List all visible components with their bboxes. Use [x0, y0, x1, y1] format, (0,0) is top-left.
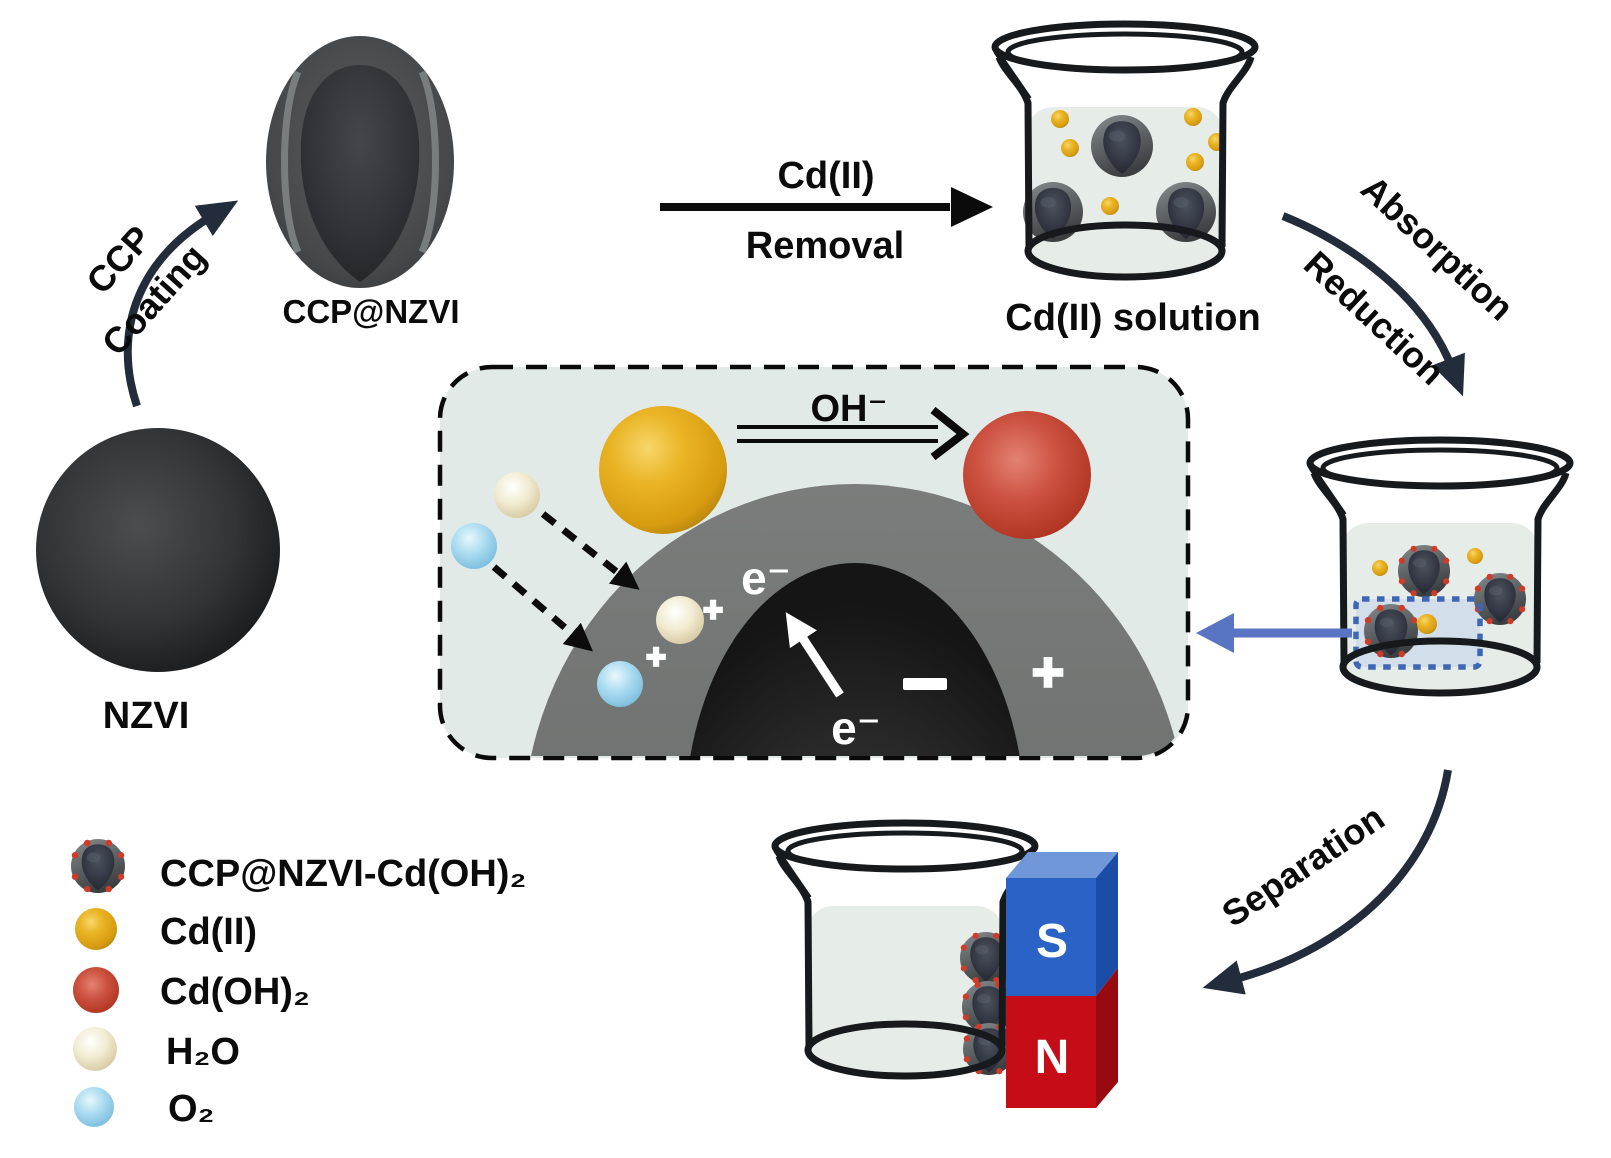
shell-rim-right: [418, 70, 439, 254]
legend-label: H₂O: [166, 1031, 240, 1073]
ccp-nzvi-in-beaker: [1091, 115, 1153, 177]
magnet-top-face: [1006, 852, 1118, 878]
absorption-reduction-arrow-group: Absorption Reduction: [1281, 167, 1522, 397]
reacted-beaker: [1196, 440, 1570, 693]
ccp-coating-arrow: [123, 200, 239, 408]
minus-core-sign: [903, 678, 947, 690]
o2-sphere-free: [451, 523, 497, 569]
zoom-selection-border: [1353, 596, 1483, 670]
o2-dashed-arrow: [491, 564, 594, 652]
removal-cd2-label: Cd(II): [777, 155, 874, 197]
cd2-ion: [1467, 548, 1483, 564]
ccp-nzvi-cdoh2-in-beaker: [1398, 545, 1450, 597]
legend-icon-cd2: [75, 908, 117, 950]
electron-shell-label: e⁻: [741, 552, 791, 604]
legend-icon-cdoh2: [73, 967, 119, 1013]
separation-arrow-group: Separation: [1202, 769, 1452, 995]
plus-shell-sign: +: [1032, 640, 1065, 703]
ccp-nzvi-cdoh2-in-beaker: [1474, 573, 1526, 625]
zoom-callout-arrowhead: [1196, 613, 1234, 653]
magnet-s-label: S: [1036, 915, 1068, 968]
magnet-side-red: [1096, 968, 1118, 1108]
oh-label: OH⁻: [810, 388, 887, 430]
oh-arrow: [737, 406, 970, 461]
cd2-ion: [1051, 110, 1069, 128]
legend-icon-ccp-nzvi-cdoh2: [71, 839, 125, 893]
separation-arrow: [1202, 769, 1452, 995]
ccp-nzvi-particle: [266, 36, 454, 288]
magnet-s-pole: [1006, 878, 1096, 996]
nzvi-core-cross-section: [685, 563, 1025, 756]
cd2-ion: [1417, 614, 1437, 634]
cd2-ion: [1061, 139, 1079, 157]
cd2-ion: [1372, 560, 1388, 576]
magnet-side-blue: [1096, 852, 1118, 996]
cd2-ion: [1101, 197, 1119, 215]
magnet: S N: [1006, 852, 1118, 1108]
cdoh2-sphere-large: [963, 411, 1091, 539]
electron-core-label: e⁻: [831, 702, 881, 754]
h2o-sphere-on-shell: [656, 596, 704, 644]
ccp-coating-arrow-group: CCP Coating: [78, 200, 239, 408]
h2o-dashed-arrow: [540, 511, 640, 590]
removal-label: Removal: [746, 225, 904, 267]
absorption-reduction-arrow: [1281, 212, 1465, 397]
nzvi-particle: NZVI: [36, 428, 280, 737]
removal-arrowhead: [951, 187, 993, 227]
removal-arrow-group: Cd(II) Removal: [660, 155, 993, 267]
o2-sphere-on-shell: [597, 661, 643, 707]
plus-h2o: +: [703, 591, 723, 629]
ccp-shell-cross-section: [523, 484, 1186, 756]
magnet-n-label: N: [1035, 1031, 1070, 1084]
legend-label: CCP@NZVI-Cd(OH)₂: [160, 853, 526, 895]
cd2-sphere-large: [599, 406, 727, 534]
electron-arrow: [785, 612, 844, 698]
cd2-ion: [1184, 108, 1202, 126]
legend-icon-o2: [74, 1087, 114, 1127]
legend-icon-h2o: [73, 1027, 117, 1071]
separation-beaker: S N: [775, 823, 1118, 1108]
nzvi-sphere: [36, 428, 280, 672]
shell-opening-core: [300, 65, 420, 282]
legend-label: O₂: [168, 1088, 214, 1130]
cd2-solution-beaker: Cd(II) solution: [995, 24, 1261, 339]
nzvi-label: NZVI: [103, 695, 190, 737]
h2o-sphere-free: [494, 472, 540, 518]
legend: CCP@NZVI-Cd(OH)₂ Cd(II) Cd(OH)₂ H₂O O₂: [71, 839, 526, 1130]
legend-label: Cd(II): [160, 911, 257, 953]
magnet-n-pole: [1006, 996, 1096, 1108]
ccp-nzvi-label: CCP@NZVI: [282, 293, 459, 330]
shell-rim-left: [281, 70, 302, 254]
legend-label: Cd(OH)₂: [160, 971, 310, 1013]
cd2-ion: [1186, 153, 1204, 171]
plus-o2: +: [646, 638, 666, 676]
cd2-solution-label: Cd(II) solution: [1005, 297, 1260, 339]
mechanism-box: OH⁻ + + e⁻ e⁻ +: [437, 364, 1191, 761]
